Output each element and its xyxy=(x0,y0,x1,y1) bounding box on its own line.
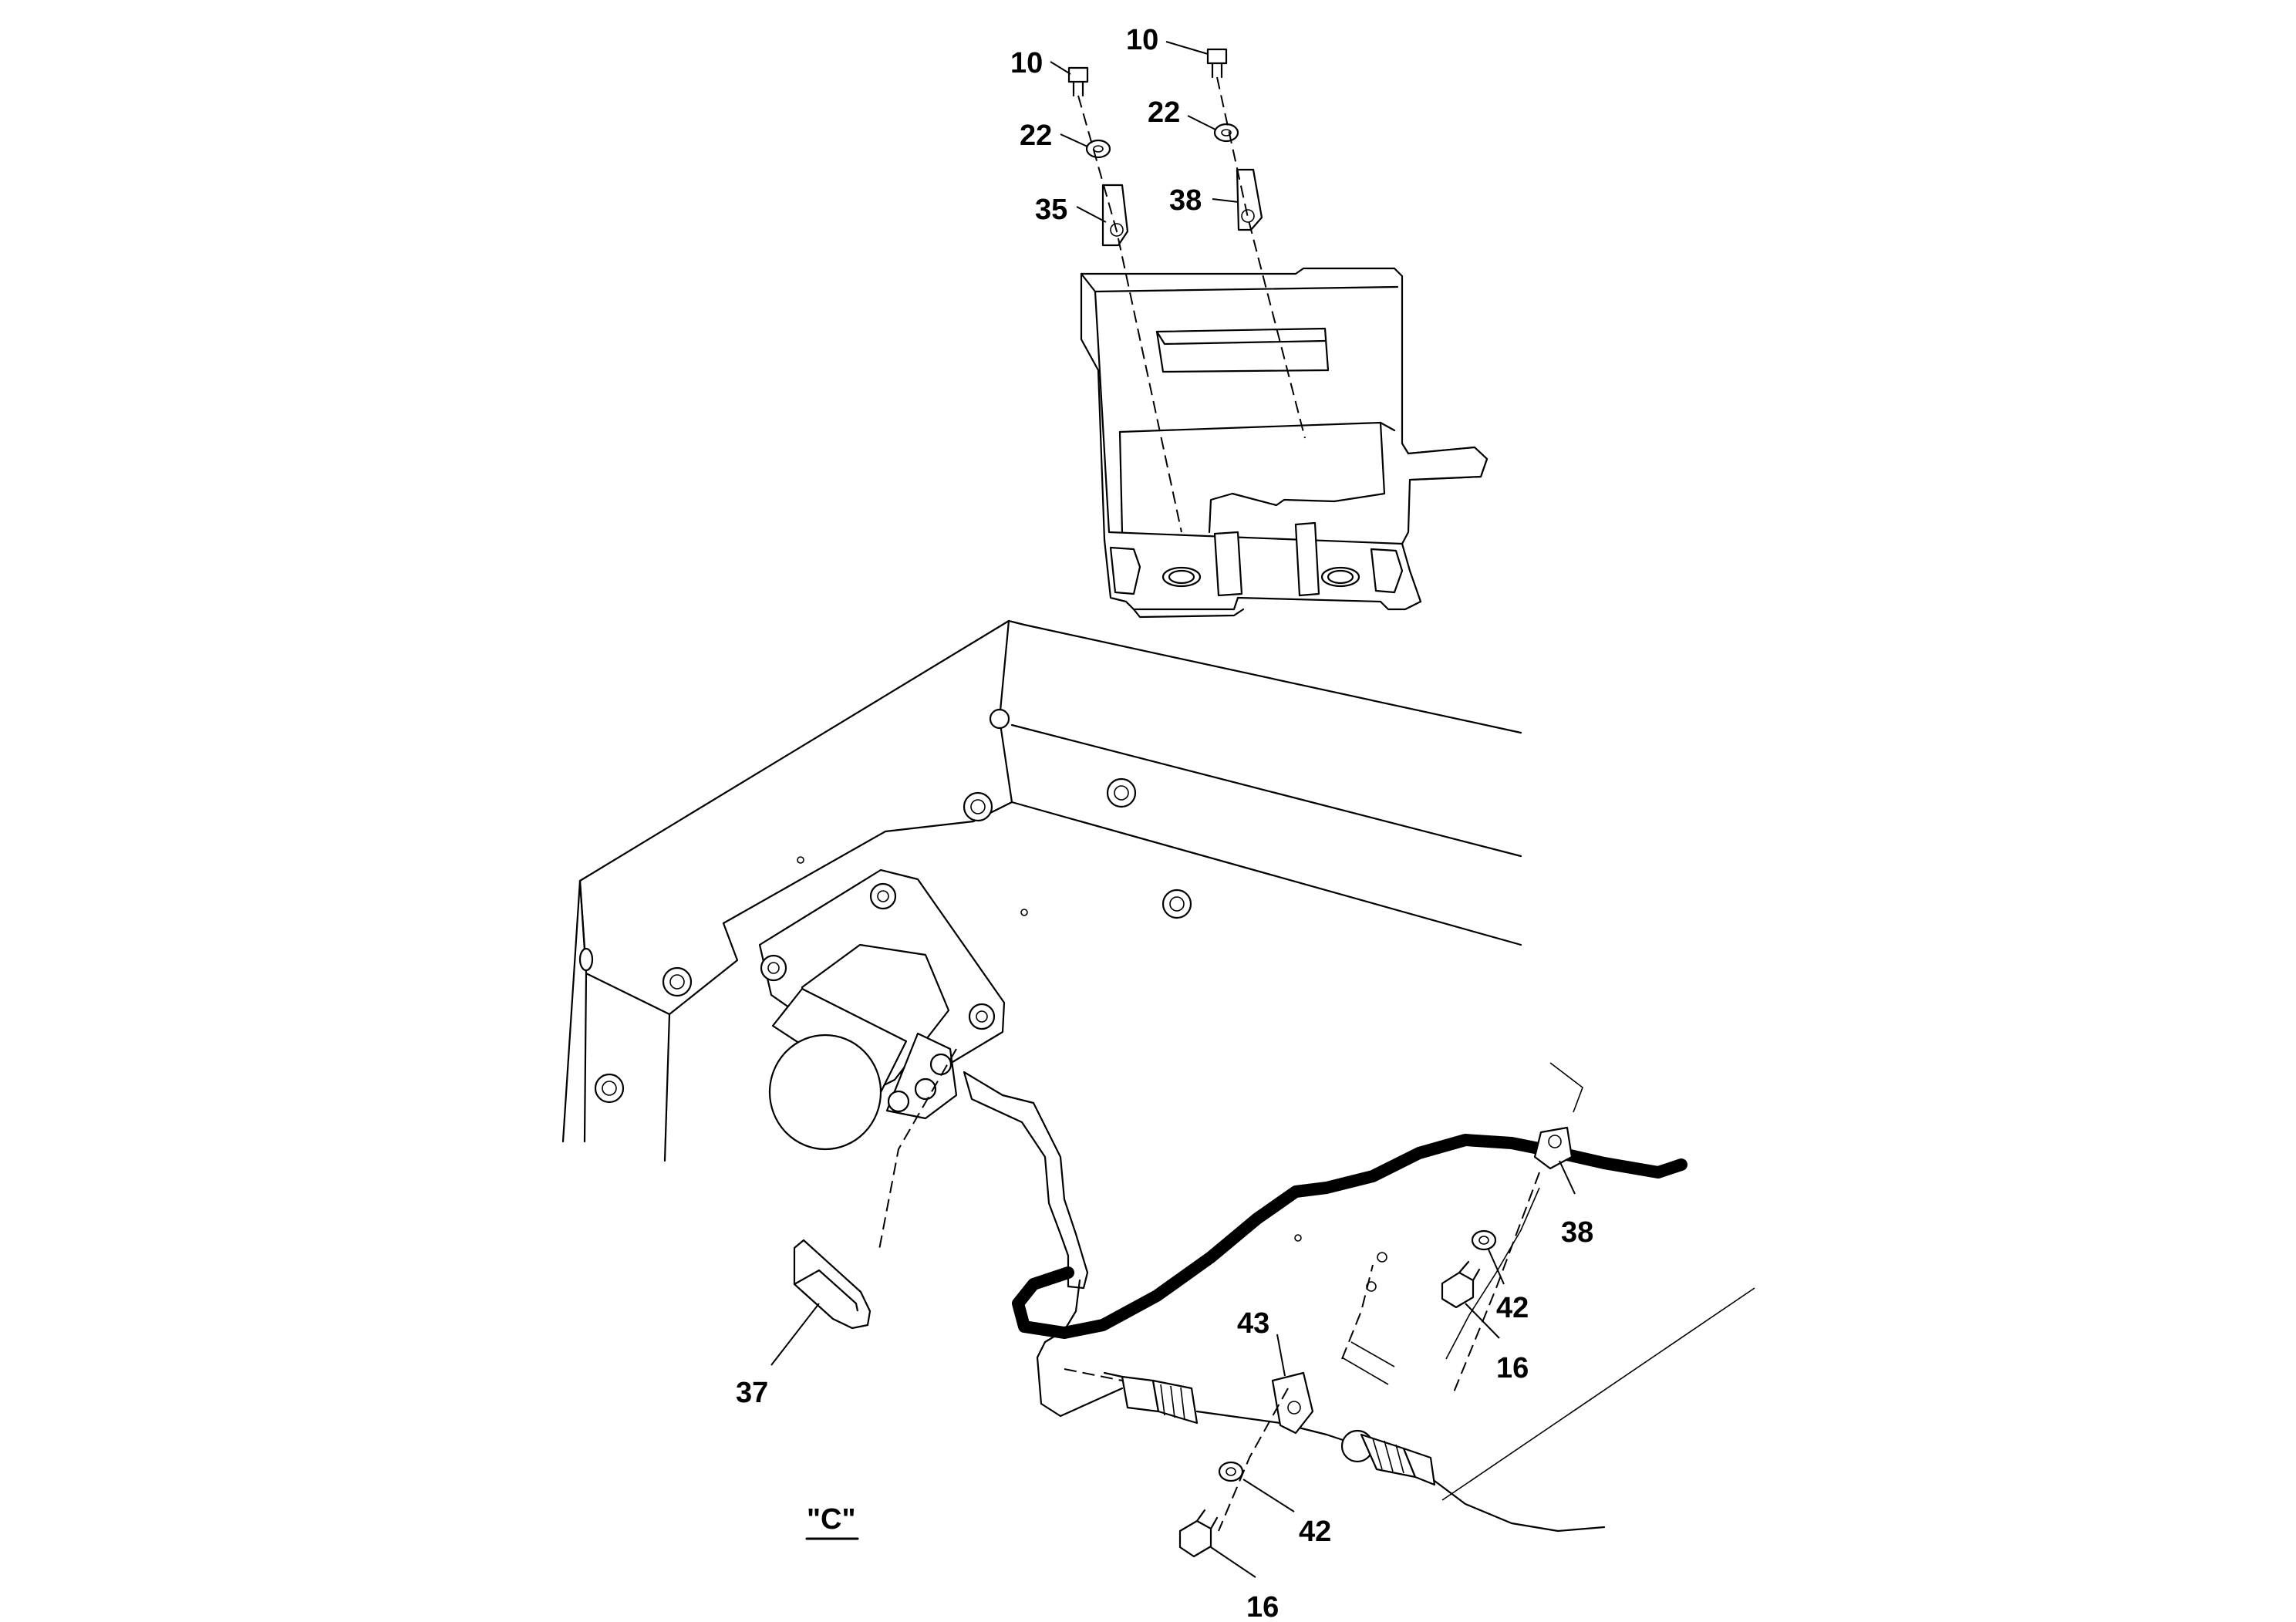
clip-43 xyxy=(1271,1371,1314,1435)
bolt-10-left xyxy=(1067,66,1089,97)
frame-bolts xyxy=(594,777,1302,1242)
washer-22-left xyxy=(1085,139,1111,159)
bolt-16-upper xyxy=(1441,1260,1481,1309)
callout-16-upper: 16 xyxy=(1496,1352,1529,1384)
clip-38-top xyxy=(1236,168,1263,231)
bolt-10-right xyxy=(1206,48,1228,79)
washer-42-upper xyxy=(1471,1229,1497,1251)
washer-22-right xyxy=(1213,123,1239,143)
solenoid-lead xyxy=(963,1071,1089,1290)
u-clip-37 xyxy=(793,1239,872,1330)
callout-22-right: 22 xyxy=(1148,96,1180,129)
callout-16-lower: 16 xyxy=(1246,1591,1279,1622)
frame-panel xyxy=(561,619,1522,1162)
leader-lines xyxy=(770,41,1576,1578)
callout-38-lower: 38 xyxy=(1561,1216,1593,1249)
callout-42-lower: 42 xyxy=(1299,1516,1331,1548)
callout-10-right: 10 xyxy=(1126,24,1158,56)
callout-22-left: 22 xyxy=(1020,120,1052,152)
callout-10-left: 10 xyxy=(1010,47,1043,79)
callout-43: 43 xyxy=(1237,1307,1269,1340)
callout-35: 35 xyxy=(1035,194,1067,226)
connector-plug xyxy=(1103,1371,1351,1444)
view-label: "C" xyxy=(807,1503,855,1536)
callout-37: 37 xyxy=(736,1377,768,1409)
bolt-16-lower xyxy=(1178,1509,1219,1558)
callout-42-upper: 42 xyxy=(1496,1292,1529,1324)
clip-38-lower xyxy=(1533,1126,1573,1170)
solenoid xyxy=(758,868,1006,1151)
control-box xyxy=(1080,267,1489,619)
clip-35 xyxy=(1101,184,1129,247)
washer-42-lower xyxy=(1218,1461,1244,1482)
bracket-strip xyxy=(1445,1062,1583,1360)
connector-socket xyxy=(1340,1429,1606,1533)
callout-38-top: 38 xyxy=(1169,184,1202,217)
